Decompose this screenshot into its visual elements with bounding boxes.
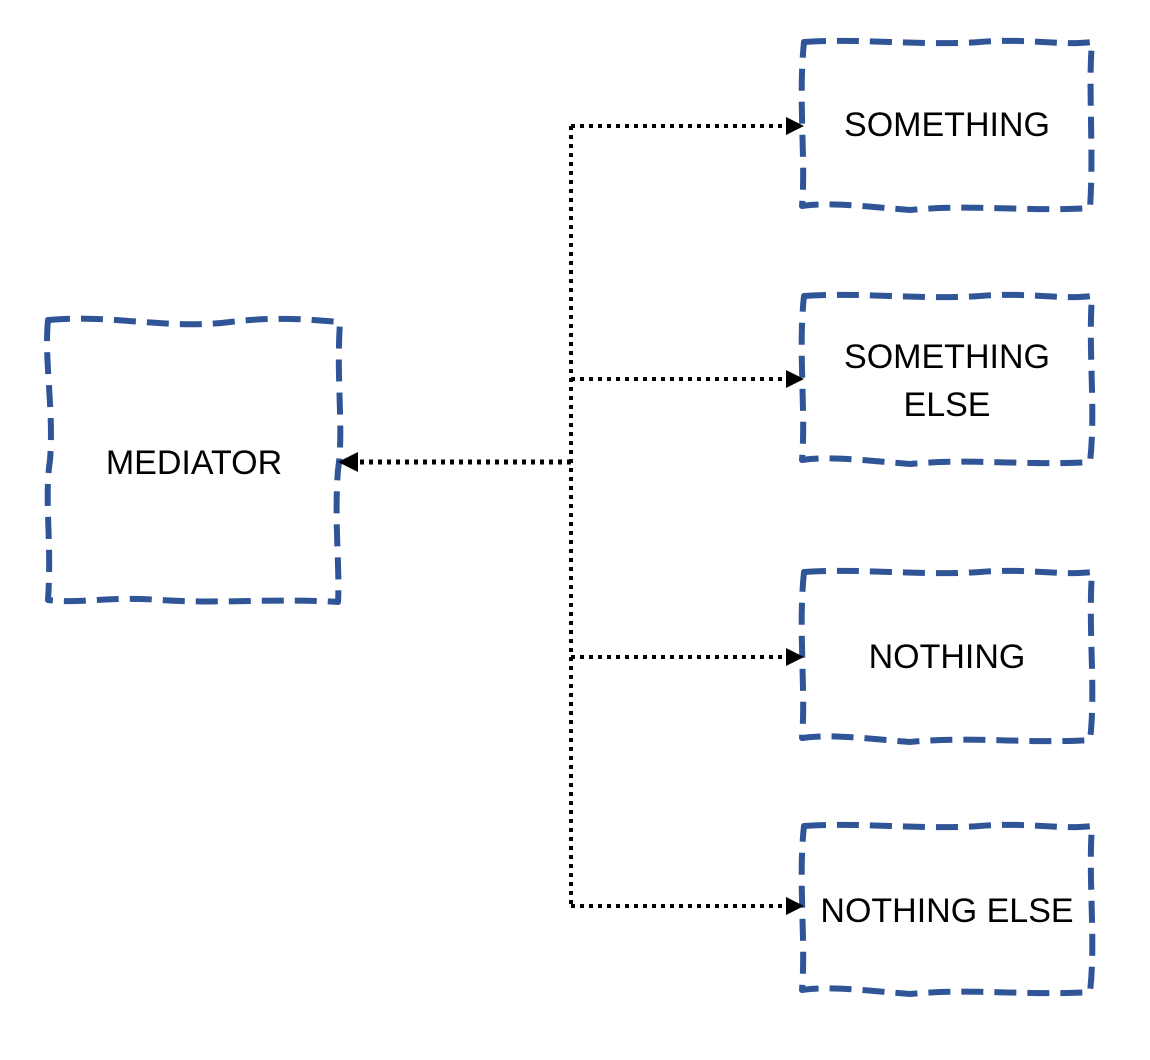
target-node-something: SOMETHING bbox=[798, 37, 1095, 213]
mediator-node: MEDIATOR bbox=[44, 315, 344, 605]
target-node-nothing: NOTHING bbox=[798, 567, 1096, 745]
target-box-outline bbox=[798, 291, 1096, 467]
target-node-nothing-else: NOTHING ELSE bbox=[798, 821, 1096, 997]
branch-arrowhead-2 bbox=[786, 370, 804, 388]
mediator-label: MEDIATOR bbox=[106, 444, 282, 482]
mediator-arrowhead bbox=[338, 452, 358, 472]
branch-arrowhead-3 bbox=[786, 648, 804, 666]
target-label-line1: SOMETHING bbox=[844, 338, 1050, 376]
connectors bbox=[338, 117, 804, 915]
target-box-outline bbox=[798, 567, 1096, 745]
target-label-line2: ELSE bbox=[904, 386, 991, 424]
target-label: NOTHING ELSE bbox=[820, 892, 1073, 930]
target-node-something-else: SOMETHING ELSE bbox=[798, 291, 1096, 467]
branch-arrowhead-1 bbox=[786, 117, 804, 135]
mediator-box-outline bbox=[44, 315, 344, 605]
target-label: NOTHING bbox=[869, 638, 1026, 676]
target-box-outline bbox=[798, 821, 1096, 997]
target-box-outline bbox=[798, 37, 1095, 213]
branch-arrowhead-4 bbox=[786, 897, 804, 915]
target-label: SOMETHING bbox=[844, 106, 1050, 144]
